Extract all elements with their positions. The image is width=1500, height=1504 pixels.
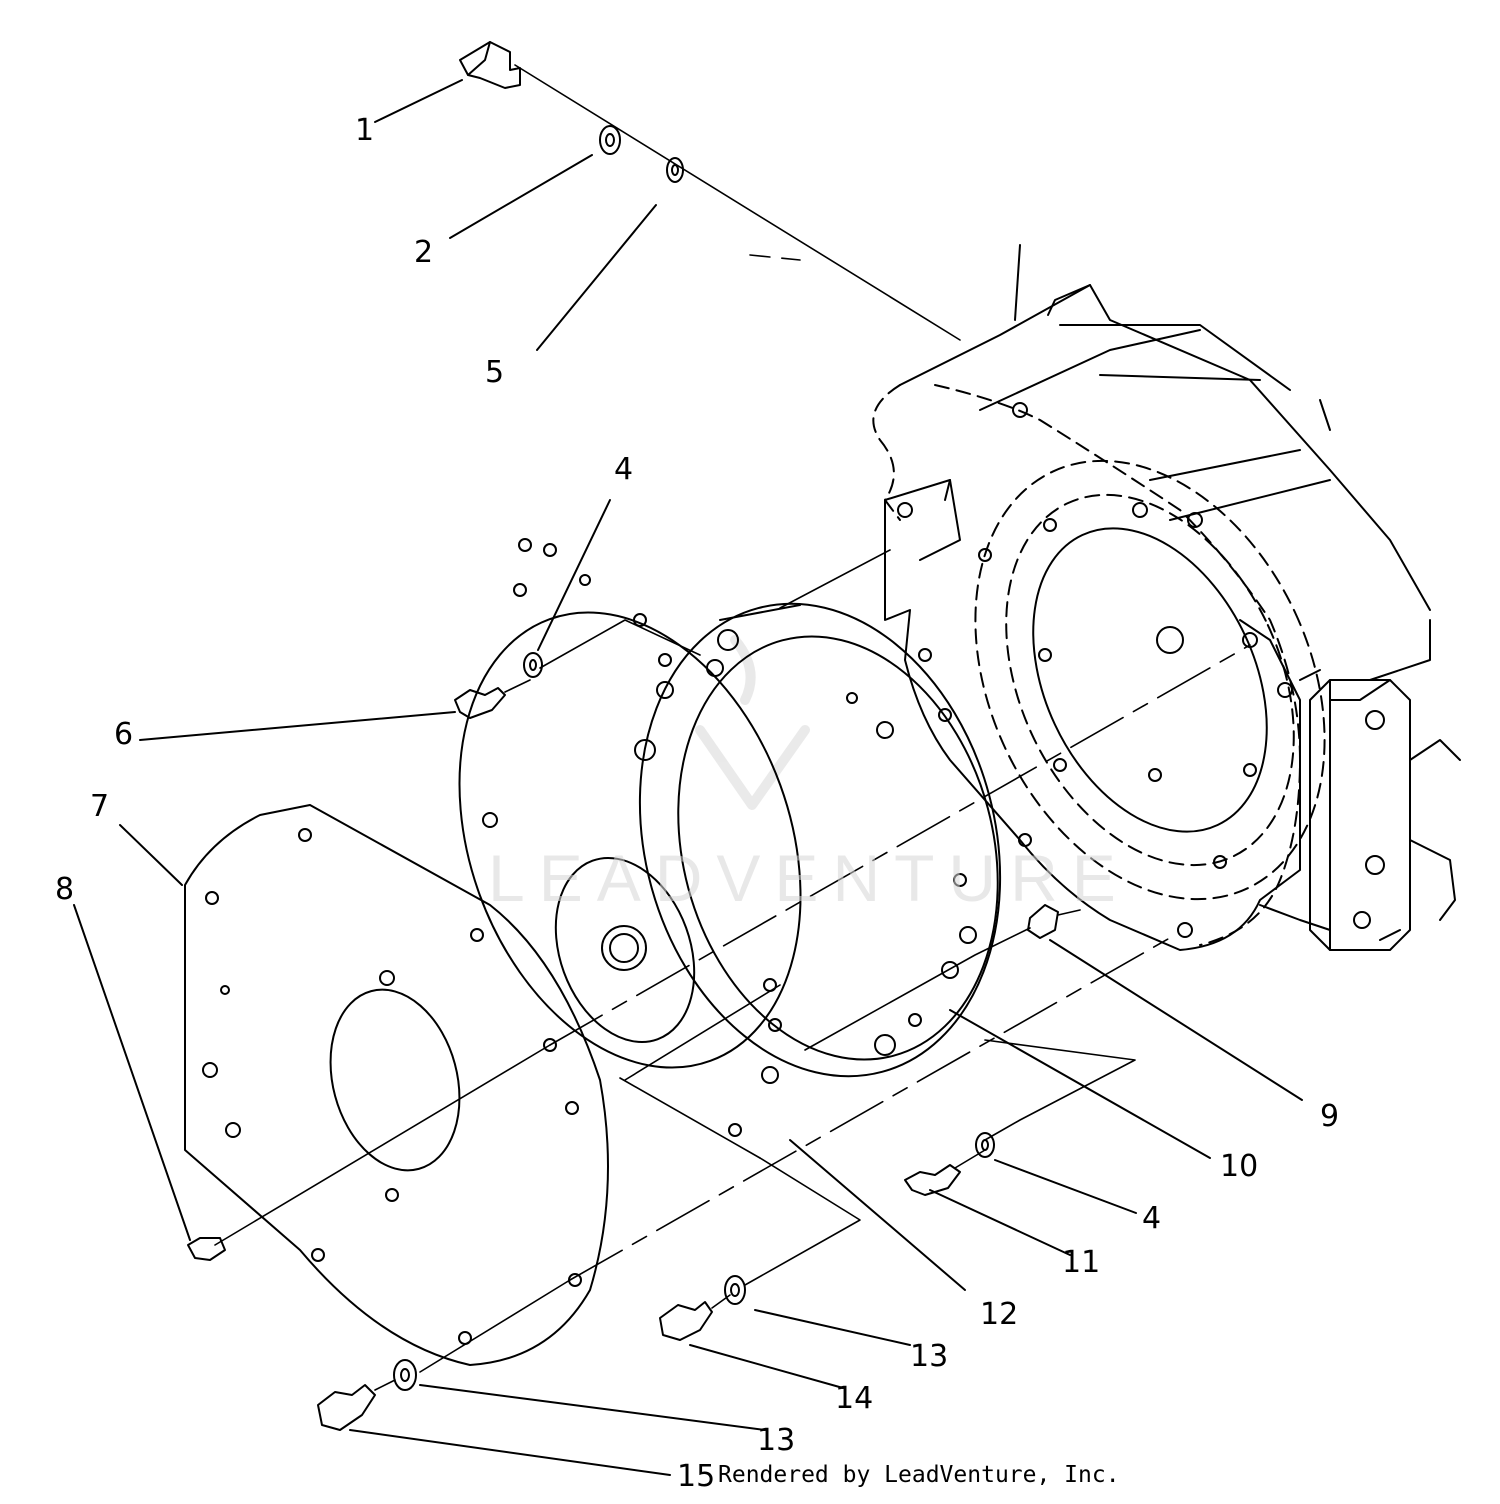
callout-2: 2 [414, 235, 434, 270]
callout-5: 5 [485, 355, 505, 390]
bolt-15 [317, 1384, 376, 1431]
callout-14: 14 [835, 1381, 874, 1416]
callout-10: 10 [1220, 1149, 1259, 1184]
dowel-8 [187, 1237, 226, 1261]
callout-1: 1 [355, 113, 375, 148]
bolt-11 [904, 1164, 961, 1196]
callout-15: 15 [677, 1459, 716, 1494]
callout-7: 7 [90, 789, 110, 824]
callout-13-lower: 13 [757, 1423, 796, 1458]
callout-4-lower: 4 [1142, 1201, 1162, 1236]
bolt-6 [454, 687, 506, 719]
callout-4-upper: 4 [614, 452, 634, 487]
washer-13-upper [724, 1275, 746, 1305]
bolt-14 [659, 1301, 713, 1341]
watermark-logo [695, 635, 810, 810]
top-lock-washer [666, 157, 684, 183]
top-bolt [459, 41, 521, 89]
callout-leader-lines [73, 79, 1303, 1476]
watermark-text: LEADVENTURE [488, 841, 1130, 915]
flywheel-housing [872, 244, 1461, 951]
washer-13-lower [393, 1359, 417, 1391]
callout-13-upper: 13 [910, 1339, 949, 1374]
render-credit: Rendered by LeadVenture, Inc. [718, 1462, 1120, 1488]
washer-4-upper [523, 652, 543, 678]
callout-8: 8 [55, 872, 75, 907]
callout-9: 9 [1320, 1099, 1340, 1134]
engine-back-plate [184, 804, 609, 1366]
flex-plate [458, 538, 802, 1137]
top-washer [599, 125, 621, 155]
dowel-9 [1027, 904, 1059, 939]
callout-6: 6 [114, 717, 134, 752]
assembly-lines [214, 64, 1251, 1391]
callout-11: 11 [1062, 1245, 1101, 1280]
callout-12: 12 [980, 1297, 1019, 1332]
adapter-ring-plate [634, 602, 1002, 1078]
